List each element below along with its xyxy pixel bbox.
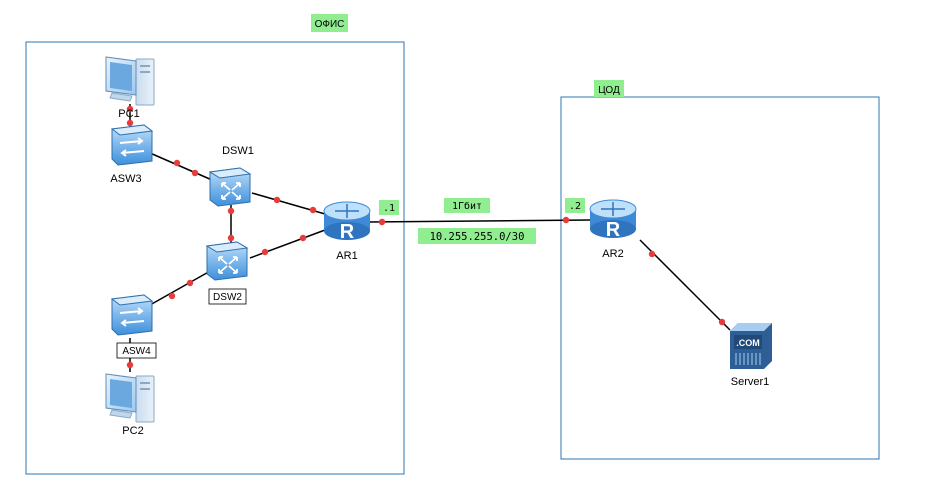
svg-text:10.255.255.0/30: 10.255.255.0/30 bbox=[430, 231, 525, 243]
svg-text:1Гбит: 1Гбит bbox=[452, 200, 482, 212]
ar1-ip-label: .1 bbox=[379, 200, 399, 215]
l3-switch-arrows-icon bbox=[218, 256, 238, 274]
router-arrows-icon bbox=[601, 202, 625, 216]
router-r-icon: R bbox=[340, 221, 355, 243]
server1-label: Server1 bbox=[731, 376, 770, 388]
link-dsw2-ar1 bbox=[249, 229, 326, 259]
svg-text:ОФИС: ОФИС bbox=[315, 19, 345, 30]
asw4-label: ASW4 bbox=[122, 346, 151, 357]
ar2-ip-label: .2 bbox=[565, 198, 585, 213]
switch-arrows-icon bbox=[119, 137, 145, 157]
server1-device[interactable]: .COM Server1 bbox=[730, 323, 772, 388]
dsw2-label-box: DSW2 bbox=[208, 288, 247, 305]
pc1-device[interactable]: PC1 bbox=[105, 56, 155, 120]
asw3-label: ASW3 bbox=[110, 173, 141, 185]
ar2-label: AR2 bbox=[602, 248, 623, 260]
pc1-label: PC1 bbox=[118, 108, 139, 120]
dc-zone bbox=[560, 96, 880, 460]
port-dots bbox=[126, 105, 726, 369]
asw4-label-box: ASW4 bbox=[116, 342, 157, 359]
office-zone bbox=[25, 41, 405, 475]
dsw2-label: DSW2 bbox=[213, 292, 242, 303]
asw4-device[interactable] bbox=[110, 294, 154, 336]
svg-text:.2: .2 bbox=[569, 201, 581, 212]
ar1-device[interactable]: R AR1 bbox=[323, 201, 371, 262]
l3-switch-arrows-icon bbox=[221, 182, 241, 200]
ar2-device[interactable]: R AR2 bbox=[589, 199, 637, 260]
svg-text:.1: .1 bbox=[383, 203, 395, 214]
switch-arrows-icon bbox=[119, 307, 145, 327]
wan-speed-label: 1Гбит bbox=[444, 198, 490, 213]
dc-zone-label: ЦОД bbox=[594, 80, 624, 97]
pc2-device[interactable]: PC2 bbox=[105, 373, 155, 437]
link-ar1-ar2 bbox=[369, 219, 591, 223]
link-dsw2-asw4 bbox=[149, 269, 213, 306]
router-r-icon: R bbox=[606, 219, 621, 241]
office-zone-label: ОФИС bbox=[311, 14, 348, 32]
ar1-label: AR1 bbox=[336, 250, 357, 262]
link-asw3-dsw1 bbox=[149, 152, 213, 181]
svg-text:ЦОД: ЦОД bbox=[598, 85, 620, 96]
asw3-device[interactable]: ASW3 bbox=[110, 124, 154, 185]
dsw2-device[interactable] bbox=[205, 241, 249, 281]
dsw1-device[interactable]: DSW1 bbox=[208, 145, 254, 207]
server-com-icon: .COM bbox=[736, 338, 760, 348]
wan-subnet-label: 10.255.255.0/30 bbox=[418, 228, 536, 244]
dsw1-label: DSW1 bbox=[222, 145, 254, 157]
pc2-label: PC2 bbox=[122, 425, 143, 437]
router-arrows-icon bbox=[335, 204, 359, 218]
